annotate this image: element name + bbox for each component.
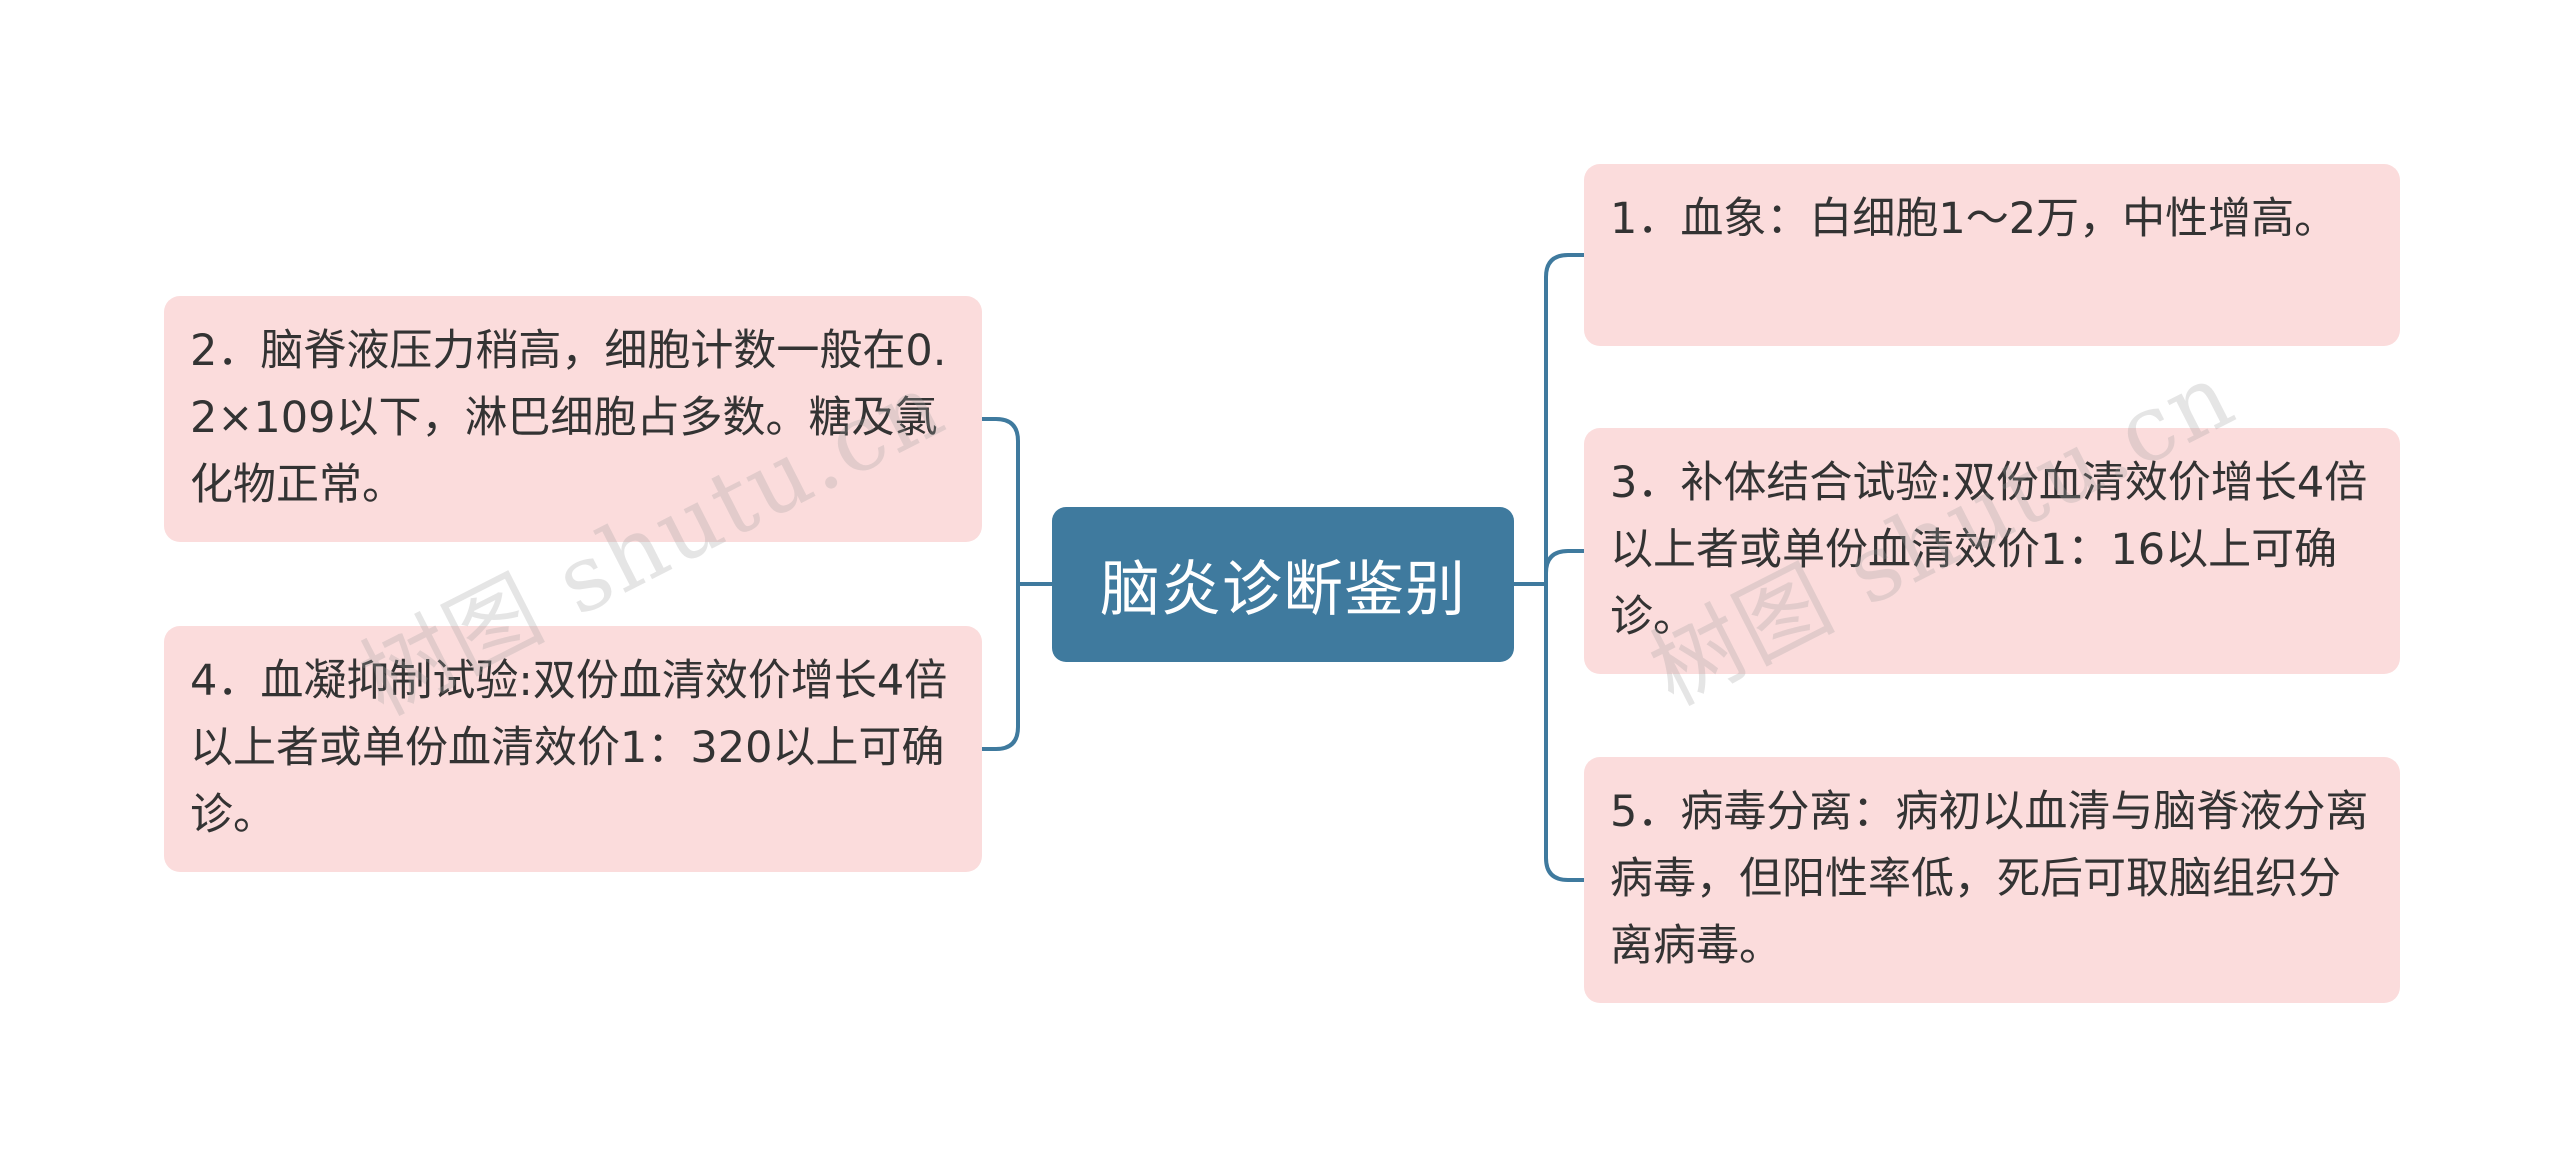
topic-node-3-text: 3．补体结合试验:双份血清效价增长4倍以上者或单份血清效价1：16以上可确诊。 (1610, 458, 2368, 642)
topic-node-5[interactable]: 5．病毒分离：病初以血清与脑脊液分离病毒，但阳性率低，死后可取脑组织分离病毒。 (1584, 757, 2400, 1003)
topic-node-2-text: 2．脑脊液压力稍高，细胞计数一般在0.2×109以下，淋巴细胞占多数。糖及氯化物… (190, 326, 947, 510)
connector-to-node-1 (1544, 253, 1586, 586)
connector-to-node-2 (980, 417, 1020, 586)
root-topic[interactable]: 脑炎诊断鉴别 (1052, 507, 1514, 662)
topic-node-4-text: 4．血凝抑制试验:双份血清效价增长4倍以上者或单份血清效价1：320以上可确诊。 (190, 656, 948, 840)
topic-node-1-text: 1．血象：白细胞1～2万，中性增高。 (1610, 194, 2338, 244)
root-topic-label: 脑炎诊断鉴别 (1100, 555, 1466, 625)
topic-node-4[interactable]: 4．血凝抑制试验:双份血清效价增长4倍以上者或单份血清效价1：320以上可确诊。 (164, 626, 982, 872)
topic-node-3[interactable]: 3．补体结合试验:双份血清效价增长4倍以上者或单份血清效价1：16以上可确诊。 (1584, 428, 2400, 674)
topic-node-1[interactable]: 1．血象：白细胞1～2万，中性增高。 (1584, 164, 2400, 346)
topic-node-2[interactable]: 2．脑脊液压力稍高，细胞计数一般在0.2×109以下，淋巴细胞占多数。糖及氯化物… (164, 296, 982, 542)
topic-node-5-text: 5．病毒分离：病初以血清与脑脊液分离病毒，但阳性率低，死后可取脑组织分离病毒。 (1610, 787, 2369, 971)
connector-to-node-3 (1544, 549, 1586, 586)
connector-to-node-5 (1544, 582, 1586, 882)
connector-to-node-4 (980, 582, 1020, 751)
